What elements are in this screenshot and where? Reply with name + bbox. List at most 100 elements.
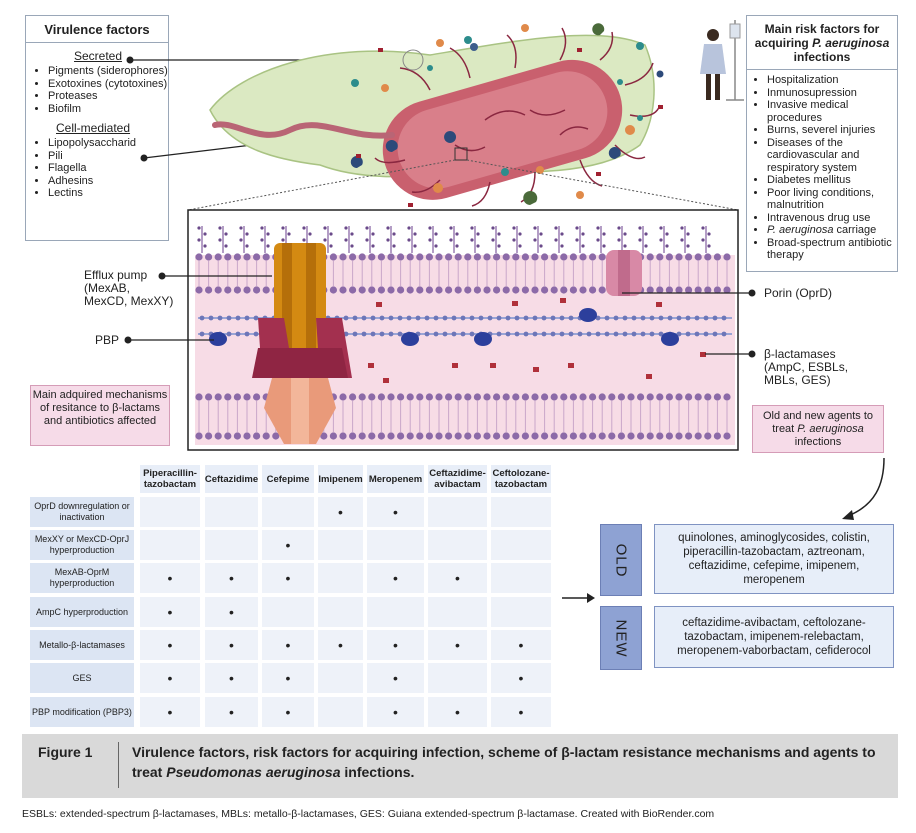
- lipid-head: [387, 286, 395, 294]
- lps-sugar: [392, 232, 396, 236]
- lipid-head: [377, 393, 385, 401]
- lipid-head: [425, 286, 433, 294]
- peptidoglycan-unit: [694, 331, 700, 337]
- table-cell: [205, 530, 258, 560]
- column-header: Imipenem: [318, 465, 363, 493]
- table-cell: •: [262, 630, 314, 660]
- peptidoglycan-unit: [514, 315, 520, 321]
- lps-sugar: [707, 232, 711, 236]
- pbp-label: PBP: [95, 333, 120, 347]
- lps-sugar: [344, 226, 348, 230]
- illustration: [124, 20, 756, 451]
- pbp-enzyme-icon: [209, 308, 679, 346]
- table-cell: •: [491, 697, 551, 727]
- peptidoglycan-unit: [370, 331, 376, 337]
- peptidoglycan-unit: [640, 331, 646, 337]
- peptidoglycan-unit: [532, 331, 538, 337]
- table-cell: •: [262, 563, 314, 593]
- peptidoglycan-unit: [199, 331, 205, 337]
- lps-sugar: [476, 232, 480, 236]
- lipid-head: [713, 286, 722, 294]
- peptidoglycan-unit: [550, 315, 556, 321]
- lipid-head: [521, 393, 530, 401]
- row-header: PBP modification (PBP3): [30, 697, 134, 727]
- lipid-head: [617, 393, 626, 401]
- peptidoglycan-unit: [451, 331, 457, 337]
- lps-sugar: [617, 238, 621, 242]
- lps-sugar: [371, 244, 375, 248]
- lps-sugar: [407, 238, 411, 242]
- risk-factors-title: Main risk factors for acquiring P. aerug…: [747, 16, 897, 70]
- lps-sugar: [602, 244, 606, 248]
- table-cell: •: [262, 697, 314, 727]
- lipid-head: [656, 286, 664, 294]
- secreted-item: Biofilm: [48, 103, 168, 116]
- lipid-head: [464, 286, 472, 294]
- lipid-head: [435, 253, 443, 261]
- lps-sugar: [350, 244, 354, 248]
- risk-factor-item: Intravenous drug use: [767, 212, 897, 225]
- lipid-head: [550, 432, 558, 440]
- lps-sugar: [455, 244, 459, 248]
- peptidoglycan-unit: [451, 315, 457, 321]
- lps-sugar: [701, 238, 705, 242]
- peptidoglycan-unit: [208, 315, 214, 321]
- lps-sugar: [287, 232, 291, 236]
- peptidoglycan-unit: [388, 331, 394, 337]
- table-cell: •: [318, 630, 363, 660]
- peptidoglycan-unit: [658, 331, 664, 337]
- table-cell: •: [140, 630, 200, 660]
- lps-sugar: [308, 232, 312, 236]
- lps-sugar: [350, 232, 354, 236]
- peptidoglycan-unit: [694, 315, 700, 321]
- lipid-head: [233, 432, 241, 440]
- lipid-head: [560, 286, 568, 294]
- column-header: Piperacillin-tazobactam: [140, 465, 200, 493]
- lipid-head: [224, 253, 232, 261]
- lipid-head: [675, 253, 683, 261]
- lipid-head: [521, 253, 530, 261]
- peptidoglycan-unit: [496, 315, 502, 321]
- peptidoglycan-unit: [253, 315, 259, 321]
- lps-sugar: [512, 226, 516, 230]
- lipid-head: [329, 286, 337, 294]
- lipid-head: [243, 432, 251, 440]
- peptidoglycan-unit: [676, 315, 682, 321]
- table-cell: [491, 563, 551, 593]
- lipid-head: [502, 286, 510, 294]
- peptidoglycan-unit: [622, 315, 628, 321]
- lps-sugar: [344, 238, 348, 242]
- lipid-head: [502, 393, 510, 401]
- table-cell: [140, 530, 200, 560]
- peptidoglycan-unit: [424, 331, 430, 337]
- beta-lactamases-label: β-lactamases (AmpC, ESBLs, MBLs, GES): [764, 347, 849, 387]
- peptidoglycan-unit: [433, 331, 439, 337]
- lps-sugar: [596, 238, 600, 242]
- peptidoglycan-unit: [424, 315, 430, 321]
- lipid-head: [541, 393, 549, 401]
- risk-factor-item: Inmunosupression: [767, 87, 897, 100]
- lps-sugar: [392, 244, 396, 248]
- lps-sugar: [371, 232, 375, 236]
- lps-sugar: [239, 238, 243, 242]
- lipid-head: [512, 253, 520, 261]
- table-cell: [367, 597, 424, 627]
- cell-mediated-item: Lectins: [48, 187, 168, 200]
- table-cell: •: [367, 630, 424, 660]
- lipid-head: [665, 432, 674, 440]
- lipid-head: [579, 253, 587, 261]
- lps-sugar: [434, 244, 438, 248]
- lps-sugar: [218, 226, 222, 230]
- lps-sugar: [497, 244, 501, 248]
- lipid-head: [349, 286, 357, 294]
- lipid-head: [205, 253, 213, 261]
- lipid-head: [329, 253, 337, 261]
- peptidoglycan-unit: [379, 331, 385, 337]
- lps-sugar: [239, 226, 243, 230]
- lipid-head: [214, 286, 222, 294]
- lipid-head: [406, 393, 414, 401]
- row-header: MexAB-OprM hyperproduction: [30, 563, 134, 593]
- lps-sugar: [428, 226, 432, 230]
- table-cell: [205, 497, 258, 527]
- lipid-head: [637, 393, 645, 401]
